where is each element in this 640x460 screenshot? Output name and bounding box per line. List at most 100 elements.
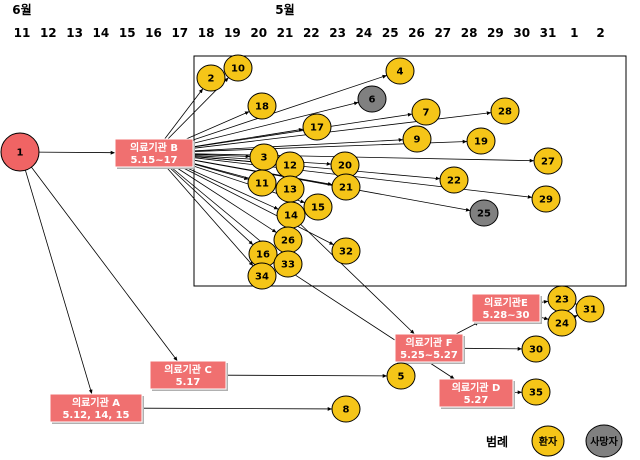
patient-marker xyxy=(533,147,563,175)
patient-node-17: 17 xyxy=(302,113,332,141)
patient-number: 22 xyxy=(447,176,461,187)
patient-marker xyxy=(196,64,226,92)
day-tick-label: 26 xyxy=(408,26,425,40)
edge-B-to-16 xyxy=(168,166,254,246)
legend-deceased-swatch xyxy=(585,424,623,458)
patient-marker xyxy=(402,125,432,153)
patient-node-25: 25 xyxy=(469,199,499,227)
patient-number: 10 xyxy=(231,64,245,75)
day-tick-label: 11 xyxy=(14,26,31,40)
patient-number: 1 xyxy=(17,148,24,159)
day-tick-label: 29 xyxy=(487,26,504,40)
patient-node-24: 24 xyxy=(547,309,577,337)
facility-name: 의료기관 D xyxy=(452,381,501,394)
patient-marker xyxy=(331,173,361,201)
patient-marker xyxy=(385,57,415,85)
legend: 범례 환자 사망자 xyxy=(486,424,623,458)
facility-dates: 5.27 xyxy=(464,395,489,406)
day-tick-label: 17 xyxy=(171,26,188,40)
patient-number: 11 xyxy=(255,179,269,190)
edge-14-to-F xyxy=(300,224,415,335)
legend-deceased-label: 사망자 xyxy=(590,435,618,448)
facility-b: 의료기관 B5.15~17 xyxy=(114,138,195,169)
facility-d: 의료기관 D5.27 xyxy=(438,378,515,409)
facility-dates: 5.17 xyxy=(176,377,201,388)
facility-box xyxy=(149,360,227,390)
day-tick-label: 1 xyxy=(570,26,578,40)
patient-marker xyxy=(439,166,469,194)
deceased-marker xyxy=(357,85,387,113)
facility-name: 의료기관 A xyxy=(72,396,120,409)
edge-B-to-11 xyxy=(192,163,249,180)
patient-number: 17 xyxy=(310,123,324,134)
patient-node-12: 12 xyxy=(275,151,305,179)
day-tick-label: 13 xyxy=(66,26,83,40)
patient-node-27: 27 xyxy=(533,147,563,175)
patient-number: 33 xyxy=(281,260,295,271)
facility-dates: 5.15~17 xyxy=(131,155,178,166)
patient-marker xyxy=(411,98,441,126)
day-tick-label: 28 xyxy=(461,26,478,40)
day-tick-label: 16 xyxy=(145,26,162,40)
edge-B-to-18 xyxy=(186,111,250,140)
edge-B-to-6 xyxy=(192,101,359,144)
edge-C-to-5 xyxy=(225,373,388,378)
patient-number: 34 xyxy=(255,272,269,283)
facilities: 의료기관 B5.15~17 의료기관 C5.17 의료기관 A5.12, 14, 1… xyxy=(49,138,542,424)
edge-B-to-27 xyxy=(192,153,535,163)
edge-1-to-C xyxy=(31,166,178,362)
patient-node-8: 8 xyxy=(331,395,361,423)
patient-marker xyxy=(223,54,253,82)
month-label: 5월 xyxy=(275,2,294,17)
edge-B-to-3 xyxy=(192,154,251,159)
edge-B-to-7 xyxy=(192,112,413,148)
patient-number: 12 xyxy=(283,161,297,172)
patient-number: 35 xyxy=(529,388,543,399)
patient-node-1: 1 xyxy=(0,132,40,172)
patient-node-29: 29 xyxy=(531,185,561,213)
patient-node-35: 35 xyxy=(521,378,551,406)
edge-B-to-34 xyxy=(165,166,254,267)
edge-A-to-8 xyxy=(141,407,333,411)
edge-B-to-2 xyxy=(164,88,204,140)
day-tick-label: 27 xyxy=(434,26,451,40)
facility-name: 의료기관E xyxy=(484,296,528,309)
patient-number: 25 xyxy=(477,209,491,220)
patient-marker xyxy=(247,169,277,197)
patient-marker xyxy=(0,132,40,172)
patient-node-15: 15 xyxy=(303,193,333,221)
patient-node-22: 22 xyxy=(439,166,469,194)
patient-number: 29 xyxy=(539,195,553,206)
edge-B-to-22 xyxy=(192,156,441,181)
patient-number: 8 xyxy=(343,405,350,416)
patient-node-34: 34 xyxy=(247,262,277,290)
patient-marker xyxy=(521,378,551,406)
patient-number: 21 xyxy=(339,183,353,194)
patient-node-4: 4 xyxy=(385,57,415,85)
patient-number: 19 xyxy=(474,137,488,148)
facility-name: 의료기관 C xyxy=(164,363,212,376)
patient-marker xyxy=(303,193,333,221)
patient-node-13: 13 xyxy=(275,175,305,203)
day-tick-label: 12 xyxy=(40,26,57,40)
patient-node-10: 10 xyxy=(223,54,253,82)
facility-a: 의료기관 A5.12, 14, 15 xyxy=(49,393,144,424)
patient-marker xyxy=(331,237,361,265)
day-tick-label: 22 xyxy=(303,26,320,40)
day-tick-label: 31 xyxy=(540,26,557,40)
edge-B-to-28 xyxy=(192,111,492,149)
patient-marker xyxy=(386,362,416,390)
patient-number: 18 xyxy=(255,102,269,113)
legend-title: 범례 xyxy=(486,434,508,449)
patient-node-6: 6 xyxy=(357,85,387,113)
patient-number: 14 xyxy=(284,211,298,222)
day-tick-label: 20 xyxy=(250,26,267,40)
patient-node-26: 26 xyxy=(273,226,303,254)
edge-B-to-9 xyxy=(192,138,404,152)
patient-number: 27 xyxy=(541,157,555,168)
patient-node-9: 9 xyxy=(402,125,432,153)
patient-number: 5 xyxy=(398,372,405,383)
